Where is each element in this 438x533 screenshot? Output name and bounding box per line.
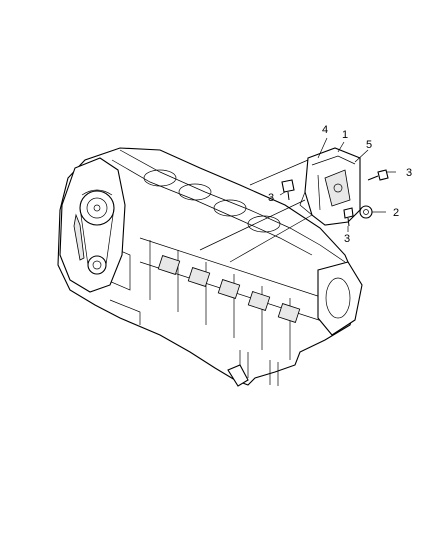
- engine-block: [57, 147, 363, 387]
- callout-4: 4: [322, 124, 328, 136]
- bolt-bottom: [343, 207, 354, 227]
- callout-3-right: 3: [406, 167, 412, 179]
- leader-lines: [199, 137, 396, 263]
- callout-5: 5: [366, 139, 372, 151]
- timing-chain-assembly: [59, 157, 126, 293]
- engine-mount-bracket: [299, 147, 361, 226]
- callout-3-left: 3: [268, 192, 274, 204]
- bolt-left: [281, 179, 295, 201]
- callout-2: 2: [393, 207, 399, 219]
- callout-1: 1: [342, 129, 348, 141]
- bolt-right: [367, 169, 389, 181]
- callout-3-bottom: 3: [344, 233, 350, 245]
- nut: [359, 205, 373, 219]
